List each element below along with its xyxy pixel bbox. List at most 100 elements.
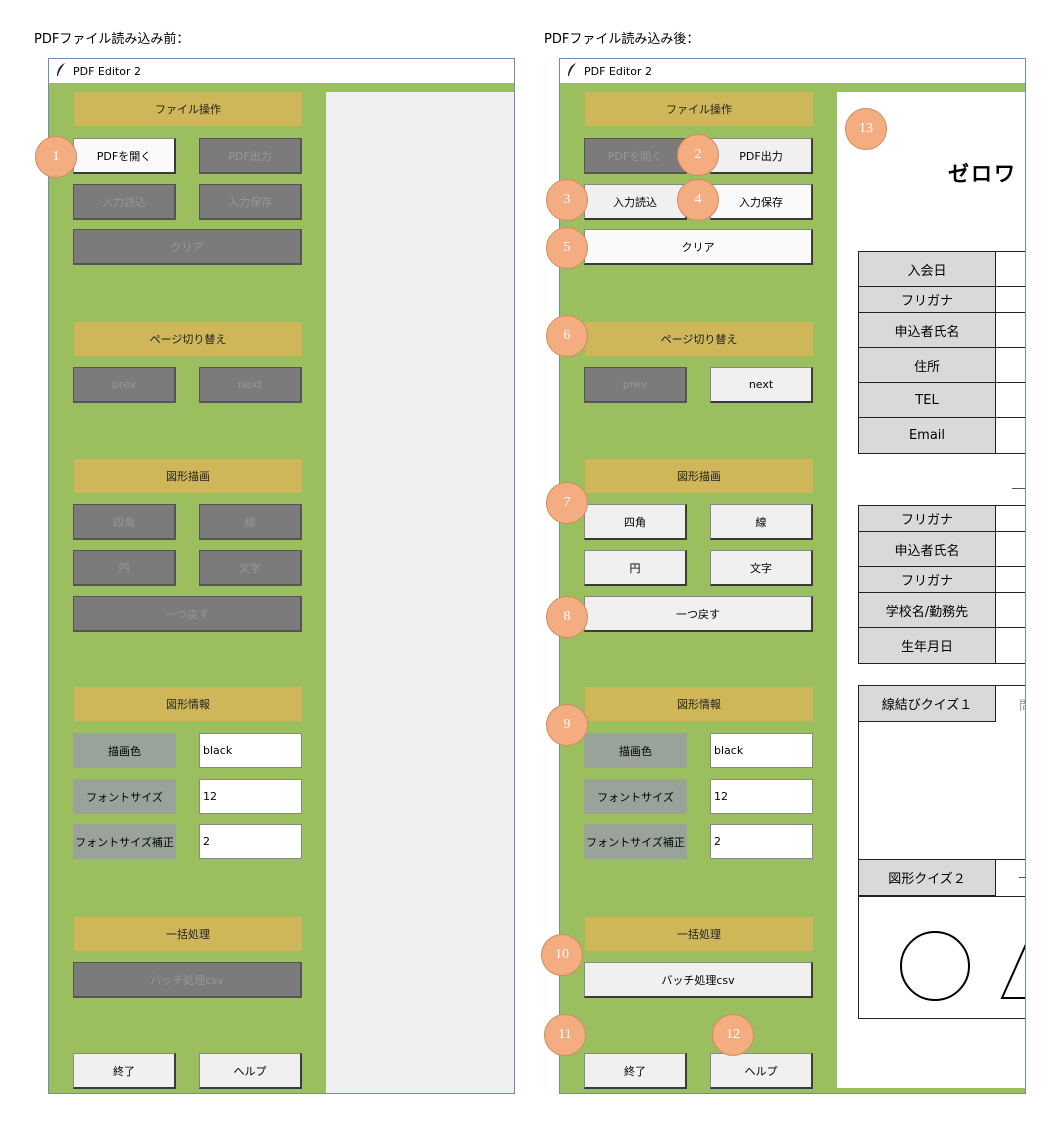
editor-window-before: PDF Editor 2 ファイル操作 PDFを開く PDF出力 入力読込 入力… — [48, 58, 515, 1094]
circle-shape — [900, 931, 970, 1001]
undo-button[interactable]: 一つ戻す — [584, 596, 813, 632]
badge-12: 12 — [712, 1014, 754, 1056]
font-size-adj-input[interactable]: 2 — [199, 824, 302, 859]
batch-csv-button[interactable]: バッチ処理csv — [584, 962, 813, 998]
badge-3: 3 — [546, 179, 588, 221]
form-value[interactable] — [995, 592, 1025, 628]
section-drawing: 図形描画 — [585, 459, 813, 493]
prev-button[interactable]: prev — [73, 367, 176, 403]
form-cell-furigana-3: フリガナ — [858, 566, 996, 593]
font-size-label: フォントサイズ — [584, 779, 687, 814]
window-title: PDF Editor 2 — [584, 65, 652, 78]
badge-9: 9 — [546, 704, 588, 746]
clear-button[interactable]: クリア — [584, 229, 813, 265]
form-cell-applicant-name: 申込者氏名 — [858, 312, 996, 348]
pdf-canvas-empty[interactable] — [326, 92, 514, 1093]
form-cell-furigana: フリガナ — [858, 286, 996, 313]
section-file-ops: ファイル操作 — [74, 92, 302, 126]
text-button[interactable]: 文字 — [199, 550, 302, 586]
title-bar: PDF Editor 2 — [49, 59, 514, 83]
section-page-switch: ページ切り替え — [585, 322, 813, 356]
form-value[interactable] — [995, 347, 1025, 383]
prev-button[interactable]: prev — [584, 367, 687, 403]
open-pdf-button[interactable]: PDFを開く — [584, 138, 687, 174]
help-button[interactable]: ヘルプ — [199, 1053, 302, 1089]
document-title: ゼロワ — [948, 162, 1017, 186]
form-value[interactable] — [995, 251, 1025, 287]
badge-6: 6 — [546, 315, 588, 357]
exit-button[interactable]: 終了 — [73, 1053, 176, 1089]
control-panel: ファイル操作 PDFを開く PDF出力 入力読込 入力保存 クリア ページ切り替… — [560, 83, 1025, 1093]
clear-button[interactable]: クリア — [73, 229, 302, 265]
badge-4: 4 — [677, 179, 719, 221]
form-value[interactable] — [995, 382, 1025, 418]
quiz1-label: 線結びクイズ１ — [858, 685, 996, 722]
form-value[interactable] — [995, 566, 1025, 593]
quiz1-question-fragment: 問 — [1019, 695, 1025, 714]
form-value[interactable] — [995, 531, 1025, 567]
badge-2: 2 — [677, 134, 719, 176]
open-pdf-button[interactable]: PDFを開く — [73, 138, 176, 174]
color-input[interactable]: black — [199, 733, 302, 768]
form-cell-tel: TEL — [858, 382, 996, 418]
section-shape-info: 図形情報 — [74, 687, 302, 721]
quiz-area — [858, 685, 1025, 1019]
load-input-button[interactable]: 入力読込 — [584, 184, 687, 220]
quiz2-divider — [858, 896, 1025, 897]
form-cell-address: 住所 — [858, 347, 996, 383]
quiz2-label: 図形クイズ２ — [858, 859, 996, 896]
color-label: 描画色 — [584, 733, 687, 768]
badge-7: 7 — [546, 482, 588, 524]
caption-before: PDFファイル読み込み前： — [34, 32, 190, 47]
section-drawing: 図形描画 — [74, 459, 302, 493]
undo-button[interactable]: 一つ戻す — [73, 596, 302, 632]
color-label: 描画色 — [73, 733, 176, 768]
form-value[interactable] — [995, 627, 1025, 664]
rect-button[interactable]: 四角 — [584, 504, 687, 540]
separator-line — [1012, 488, 1025, 489]
form-value[interactable] — [995, 312, 1025, 348]
line-button[interactable]: 線 — [199, 504, 302, 540]
section-batch: 一括処理 — [74, 917, 302, 951]
batch-csv-button[interactable]: バッチ処理csv — [73, 962, 302, 998]
load-input-button[interactable]: 入力読込 — [73, 184, 176, 220]
form-value[interactable] — [995, 417, 1025, 454]
font-size-label: フォントサイズ — [73, 779, 176, 814]
quiz-shapes — [900, 931, 1025, 1001]
rect-button[interactable]: 四角 — [73, 504, 176, 540]
badge-13: 13 — [845, 108, 887, 150]
form-cell-email: Email — [858, 417, 996, 454]
form-cell-school-work: 学校名/勤務先 — [858, 592, 996, 628]
save-input-button[interactable]: 入力保存 — [199, 184, 302, 220]
help-button[interactable]: ヘルプ — [710, 1053, 813, 1089]
text-button[interactable]: 文字 — [710, 550, 813, 586]
form-value[interactable] — [995, 286, 1025, 313]
line-button[interactable]: 線 — [710, 504, 813, 540]
form-cell-birth-date: 生年月日 — [858, 627, 996, 664]
form-value[interactable] — [995, 505, 1025, 532]
window-title: PDF Editor 2 — [73, 65, 141, 78]
font-size-input[interactable]: 12 — [710, 779, 813, 814]
font-size-adj-input[interactable]: 2 — [710, 824, 813, 859]
quiz2-text-fragment — [1019, 877, 1025, 878]
next-button[interactable]: next — [199, 367, 302, 403]
editor-window-after: PDF Editor 2 ファイル操作 PDFを開く PDF出力 入力読込 入力… — [559, 58, 1026, 1094]
title-bar: PDF Editor 2 — [560, 59, 1025, 83]
badge-5: 5 — [546, 227, 588, 269]
next-button[interactable]: next — [710, 367, 813, 403]
badge-1: 1 — [35, 136, 77, 178]
font-size-adj-label: フォントサイズ補正 — [73, 824, 176, 859]
save-input-button[interactable]: 入力保存 — [710, 184, 813, 220]
circle-button[interactable]: 円 — [584, 550, 687, 586]
form-cell-furigana-2: フリガナ — [858, 505, 996, 532]
font-size-input[interactable]: 12 — [199, 779, 302, 814]
caption-after: PDFファイル読み込み後： — [544, 32, 700, 47]
color-input[interactable]: black — [710, 733, 813, 768]
exit-button[interactable]: 終了 — [584, 1053, 687, 1089]
triangle-shape — [1000, 944, 1025, 999]
export-pdf-button[interactable]: PDF出力 — [710, 138, 813, 174]
section-page-switch: ページ切り替え — [74, 322, 302, 356]
pdf-canvas[interactable]: ゼロワ 入会日 フリガナ 申込者氏名 住所 TEL Email フリガナ 申込者… — [837, 92, 1025, 1088]
export-pdf-button[interactable]: PDF出力 — [199, 138, 302, 174]
circle-button[interactable]: 円 — [73, 550, 176, 586]
